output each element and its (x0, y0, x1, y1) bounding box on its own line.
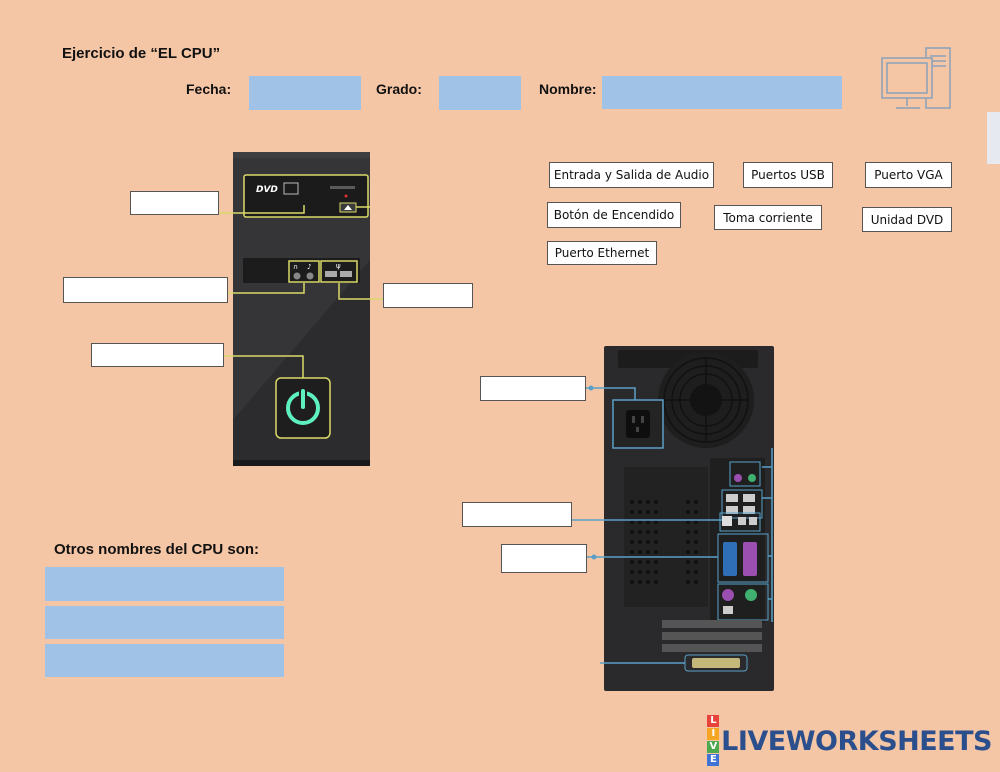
computer-icon (881, 47, 951, 109)
other-name-input-1[interactable] (45, 567, 284, 601)
vga-answer-box[interactable] (501, 544, 587, 573)
logo-mark-icon: L I V E (707, 715, 720, 767)
option-vga[interactable]: Puerto VGA (865, 162, 952, 188)
fecha-input[interactable] (249, 76, 361, 110)
other-name-input-2[interactable] (45, 606, 284, 639)
option-ethernet[interactable]: Puerto Ethernet (547, 241, 657, 265)
fecha-label: Fecha: (186, 81, 232, 97)
option-outlet[interactable]: Toma corriente (714, 205, 822, 230)
cpu-back-illustration (572, 346, 774, 691)
nombre-input[interactable] (602, 76, 842, 109)
svg-text:DVD: DVD (256, 185, 278, 195)
logo-text: LIVEWORKSHEETS (721, 725, 992, 757)
side-tab (987, 112, 1000, 164)
option-dvd[interactable]: Unidad DVD (862, 207, 952, 232)
usb-answer-box[interactable] (383, 283, 473, 308)
liveworksheets-logo: L I V E LIVEWORKSHEETS (707, 715, 992, 767)
outlet-answer-box[interactable] (480, 376, 586, 401)
page-title: Ejercicio de “EL CPU” (62, 45, 221, 62)
grado-input[interactable] (439, 76, 521, 110)
ethernet-answer-box[interactable] (462, 502, 572, 527)
other-name-input-3[interactable] (45, 644, 284, 677)
cpu-front-illustration: DVD ∩ ♪ ψ (219, 152, 384, 466)
grado-label: Grado: (376, 81, 422, 97)
nombre-label: Nombre: (539, 81, 597, 97)
option-audio[interactable]: Entrada y Salida de Audio (549, 162, 714, 188)
option-power[interactable]: Botón de Encendido (547, 202, 681, 228)
other-names-label: Otros nombres del CPU son: (54, 541, 260, 558)
dvd-answer-box[interactable] (130, 191, 219, 215)
power-answer-box[interactable] (91, 343, 224, 367)
audio-answer-box[interactable] (63, 277, 228, 303)
option-usb[interactable]: Puertos USB (743, 162, 833, 188)
svg-text:♪: ♪ (307, 263, 311, 271)
svg-text:ψ: ψ (336, 262, 341, 270)
svg-text:∩: ∩ (293, 263, 298, 271)
